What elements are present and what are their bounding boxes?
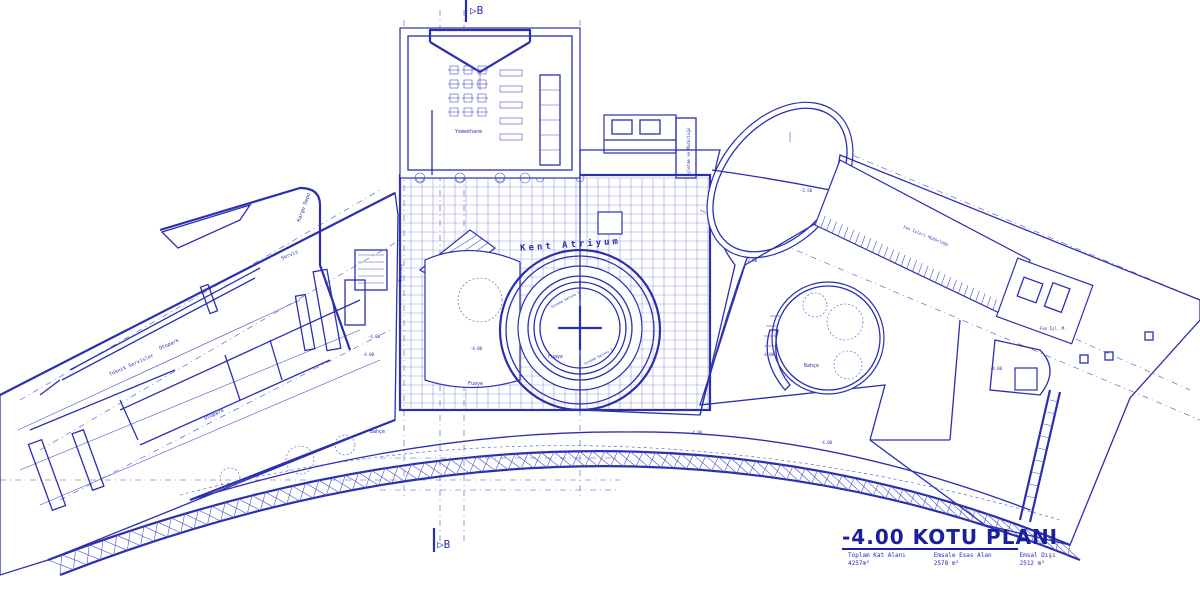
area-stats: Toplam Kat Alanı 4257m² Emsale Esas Alan… [848, 552, 1056, 568]
wc-block [603, 114, 697, 179]
section-marker-top: ▷B [464, 0, 484, 22]
level-parking-2: -4.00 [362, 352, 375, 357]
label-otopark-2: Otopark [203, 408, 225, 422]
level-ellipse: -2.50 [800, 188, 813, 193]
label-kargo-depo: Kargo Depo [296, 192, 312, 222]
label-bahce-2: Bahçe [804, 363, 819, 369]
stat-emsal-disi-label: Emsal Dışı [1019, 552, 1056, 559]
stat-total: Toplam Kat Alanı 4257m² [848, 552, 906, 568]
section-label-bottom: ▷B [437, 538, 451, 551]
stat-emsal-disi: Emsal Dışı 2512 m² [1020, 552, 1056, 568]
stat-emsal-value: 2578 m² [933, 560, 960, 567]
right-wing [699, 154, 1200, 546]
ellipse-pavilion [706, 101, 854, 259]
cinema-rotunda [424, 248, 662, 412]
stat-emsal-disi-value: 2512 m² [1019, 560, 1045, 567]
stat-total-value: 4257m² [848, 560, 870, 567]
label-otopark-1: Otopark [158, 338, 180, 352]
plan-title: -4.00 KOTU PLANI [842, 525, 1059, 549]
label-teknik-servisler: Teknik Servisler [108, 353, 154, 378]
stat-emsal-label: Emsale Esas Alan [933, 552, 992, 559]
label-fuaye-1: Fuaye [548, 354, 563, 360]
label-fen-isleri-2: Fen İşl. M. [1040, 326, 1067, 331]
label-isletme: İşletme ve Müdürlüğü [686, 127, 691, 176]
garden-court [764, 281, 885, 395]
label-yemekhane: Yemekhane [455, 129, 482, 135]
level-fuaye: -4.00 [470, 346, 483, 351]
garden-trees [219, 434, 356, 489]
level-plaza-2: -4.00 [690, 430, 703, 435]
level-plaza: -4.00 [820, 440, 833, 445]
section-marker-bottom: ▷B [432, 528, 451, 552]
dining-block [399, 27, 581, 184]
section-label-top: ▷B [470, 4, 484, 17]
level-right: -4.00 [990, 366, 1003, 371]
title-underline [842, 548, 1018, 550]
label-bahce-1: Bahçe [370, 429, 385, 435]
stat-total-label: Toplam Kat Alanı [848, 552, 906, 559]
parking-wing [0, 186, 399, 576]
level-ellipse-2: -2.50 [745, 258, 758, 263]
stat-emsal: Emsale Esas Alan 2578 m² [934, 552, 992, 568]
level-court: -4.00 [762, 352, 775, 357]
level-parking-1: -4.00 [368, 334, 381, 339]
label-fuaye-2: Fuaye [468, 381, 483, 387]
